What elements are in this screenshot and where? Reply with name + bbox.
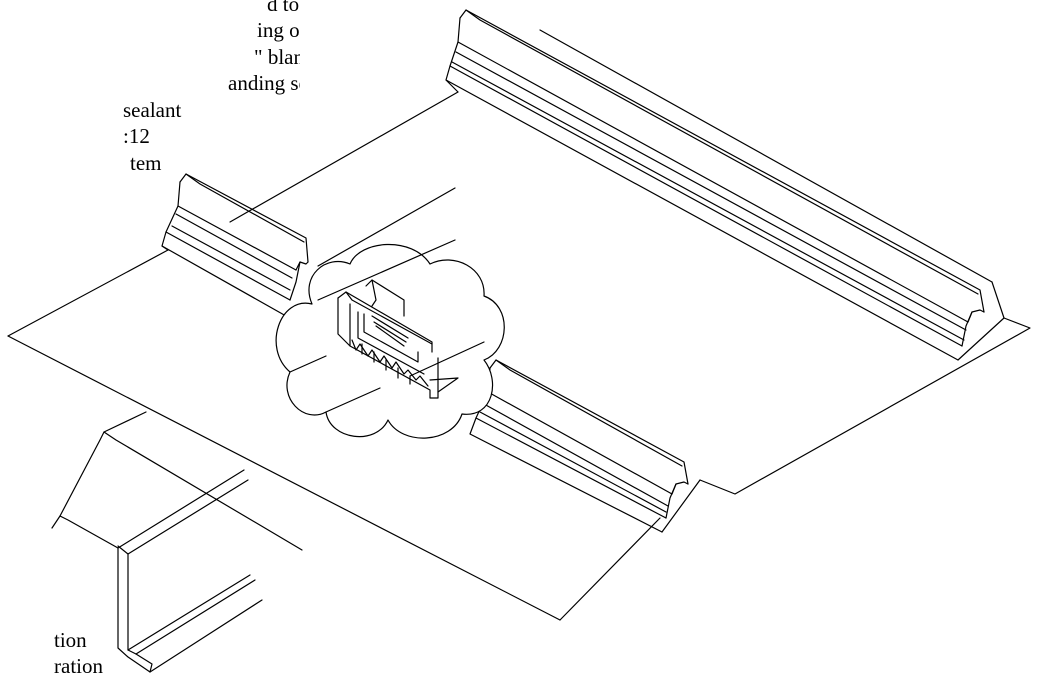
roof-panel-sheet [7, 9, 1031, 621]
z-purlin [51, 411, 303, 673]
bottom-note-line: ration [54, 654, 103, 673]
spec-note-line: ing or solid substrate [257, 18, 300, 42]
spec-note-line: anding seam panel [228, 71, 300, 95]
detail-callout-cloud [275, 239, 505, 439]
spec-note-line: tem [130, 151, 162, 175]
spec-note-line: sealant [123, 98, 182, 122]
upper-right-seam-rib [445, 9, 1005, 361]
bottom-note-line: tion [54, 628, 87, 652]
spec-note-line: d to accommodate thermal movement [267, 0, 300, 16]
spec-note-line: " blanket insulation [254, 45, 300, 69]
lower-seam-rib [469, 359, 701, 533]
spec-notes: d to accommodate thermal movement ing or… [0, 0, 300, 240]
spec-note-line: :12 [123, 124, 150, 148]
bottom-notes: tion ration [0, 615, 200, 673]
panel-clip-detail [337, 279, 459, 399]
left-seam-rib [161, 173, 309, 317]
